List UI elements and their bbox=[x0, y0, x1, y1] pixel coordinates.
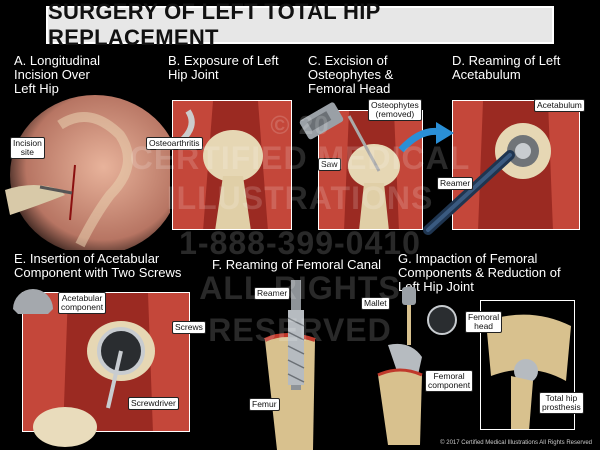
caption-f: F. Reaming of Femoral Canal bbox=[212, 257, 382, 272]
label-osteoarthritis: Osteoarthritis bbox=[146, 137, 203, 150]
femoral-head-icon bbox=[427, 305, 457, 335]
panel-d-acetabulum-reaming-illustration bbox=[453, 101, 579, 229]
panel-a-hip-skin-illustration bbox=[5, 95, 170, 250]
page-title: SURGERY OF LEFT TOTAL HIP REPLACEMENT bbox=[48, 0, 381, 50]
panel-g-femoral-component-illustration bbox=[377, 287, 423, 445]
saw-icon bbox=[299, 102, 344, 140]
label-femoral-head: Femoral head bbox=[465, 311, 503, 333]
caption-b: B. Exposure of Left Hip Joint bbox=[168, 53, 279, 82]
caption-d: D. Reaming of Left Acetabulum bbox=[452, 53, 561, 82]
label-reamer-d: Reamer bbox=[437, 177, 474, 190]
reamer-icon bbox=[423, 150, 515, 235]
panel-f-femoral-canal-illustration bbox=[264, 280, 316, 450]
panel-c bbox=[318, 110, 423, 230]
copyright-notice: © 2017 Certified Medical Illustrations A… bbox=[440, 440, 592, 446]
label-femur: Femur bbox=[249, 398, 280, 411]
gloved-hand-icon bbox=[33, 407, 97, 447]
label-femoral-component: Femoral component bbox=[425, 370, 474, 392]
caption-a: A. Longitudinal Incision Over Left Hip bbox=[14, 53, 101, 96]
label-incision-site: Incision site bbox=[10, 137, 45, 159]
caption-c: C. Excision of Osteophytes & Femoral Hea… bbox=[308, 53, 394, 96]
acetabular-cup-icon bbox=[13, 289, 53, 314]
label-screws: Screws bbox=[172, 321, 206, 334]
caption-e: E. Insertion of Acetabular Component wit… bbox=[14, 251, 182, 280]
label-mallet: Mallet bbox=[361, 297, 390, 310]
label-acetabular-component: Acetabular component bbox=[58, 292, 107, 314]
panel-c-excision-illustration bbox=[319, 111, 422, 229]
label-screwdriver: Screwdriver bbox=[128, 397, 179, 410]
panel-b-joint-exposure-illustration bbox=[173, 101, 291, 229]
label-saw: Saw bbox=[318, 158, 341, 171]
panel-b bbox=[172, 100, 292, 230]
title-bar: SURGERY OF LEFT TOTAL HIP REPLACEMENT bbox=[46, 0, 554, 50]
label-osteophytes: Osteophytes (removed) bbox=[368, 99, 422, 121]
blue-arrow-icon bbox=[398, 122, 454, 153]
label-reamer-f: Reamer bbox=[254, 287, 291, 300]
label-total-hip-prosthesis: Total hip prosthesis bbox=[539, 392, 584, 414]
panel-d bbox=[452, 100, 580, 230]
label-acetabulum: Acetabulum bbox=[534, 99, 585, 112]
